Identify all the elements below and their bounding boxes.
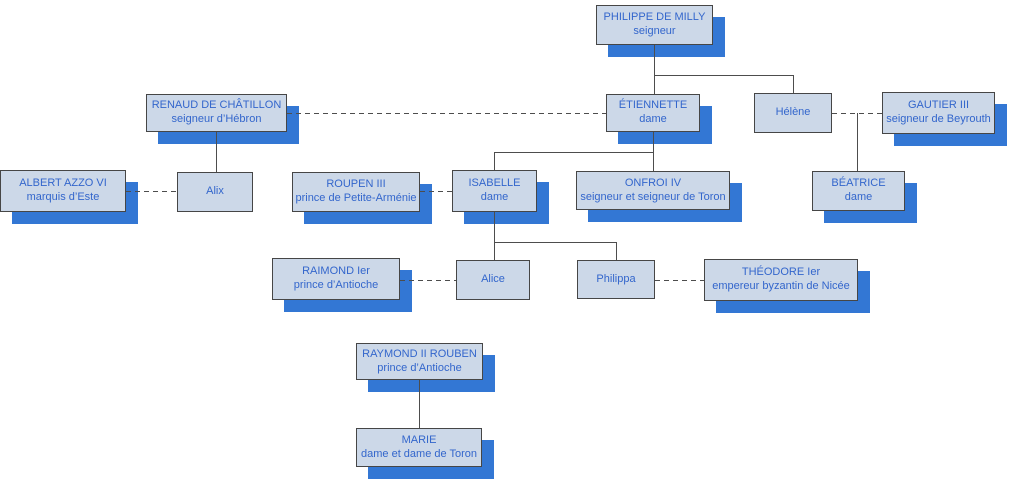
descent-line — [857, 113, 858, 171]
person-title: dame — [844, 191, 873, 203]
person-name: Hélène — [775, 106, 811, 119]
person-name: RENAUD DE CHÂTILLON — [151, 99, 282, 112]
person-name: RAIMOND Ier — [302, 265, 370, 278]
person-name: MARIE — [401, 433, 437, 446]
node-alice[interactable]: Alice — [456, 260, 530, 300]
person-name: Alix — [206, 185, 224, 198]
descent-line — [419, 379, 420, 428]
person-name: ONFROI IV — [624, 176, 682, 189]
marriage-line — [400, 280, 456, 281]
marriage-line — [420, 191, 452, 192]
descent-line — [793, 75, 794, 93]
marriage-line — [126, 191, 177, 192]
descent-line — [494, 152, 495, 170]
person-name: PHILIPPE DE MILLY — [603, 11, 706, 24]
descent-line — [654, 75, 793, 76]
node-alix[interactable]: Alix — [177, 172, 253, 212]
descent-line — [494, 211, 495, 260]
person-title: marquis d’Este — [26, 191, 100, 203]
person-name: ALBERT AZZO VI — [19, 177, 107, 190]
person-name: GAUTIER III — [907, 99, 970, 112]
person-title: empereur byzantin de Nicée — [712, 280, 850, 292]
person-name: ROUPEN III — [326, 178, 386, 191]
person-title: prince d’Antioche — [293, 279, 379, 291]
person-title: prince de Petite-Arménie — [295, 192, 417, 204]
person-title: seigneur — [633, 25, 676, 37]
marriage-line — [287, 113, 606, 114]
descent-line — [494, 242, 616, 243]
person-title: seigneur et seigneur de Toron — [580, 190, 726, 203]
marriage-line — [655, 280, 704, 281]
descent-line — [494, 152, 653, 153]
descent-line — [653, 131, 654, 171]
person-name: ISABELLE — [468, 177, 521, 190]
descent-line — [216, 131, 217, 172]
person-title: prince d’Antioche — [377, 361, 462, 374]
person-title: dame et dame de Toron — [361, 447, 477, 460]
person-title: seigneur d’Hébron — [171, 113, 262, 125]
person-title: dame — [639, 113, 667, 125]
descent-line — [654, 44, 655, 94]
person-title: dame — [480, 191, 509, 203]
person-name: RAYMOND II ROUBEN — [362, 347, 477, 360]
person-title: seigneur de Beyrouth — [886, 113, 991, 125]
descent-line — [616, 242, 617, 260]
node-helene[interactable]: Hélène — [754, 93, 832, 133]
marriage-line — [832, 113, 882, 114]
person-name: Philippa — [596, 272, 636, 285]
person-name: BÉATRICE — [831, 177, 886, 190]
node-philippa[interactable]: Philippa — [577, 260, 655, 299]
person-name: ÉTIENNETTE — [618, 99, 688, 112]
person-name: Alice — [481, 273, 505, 286]
person-name: THÉODORE Ier — [741, 266, 821, 279]
